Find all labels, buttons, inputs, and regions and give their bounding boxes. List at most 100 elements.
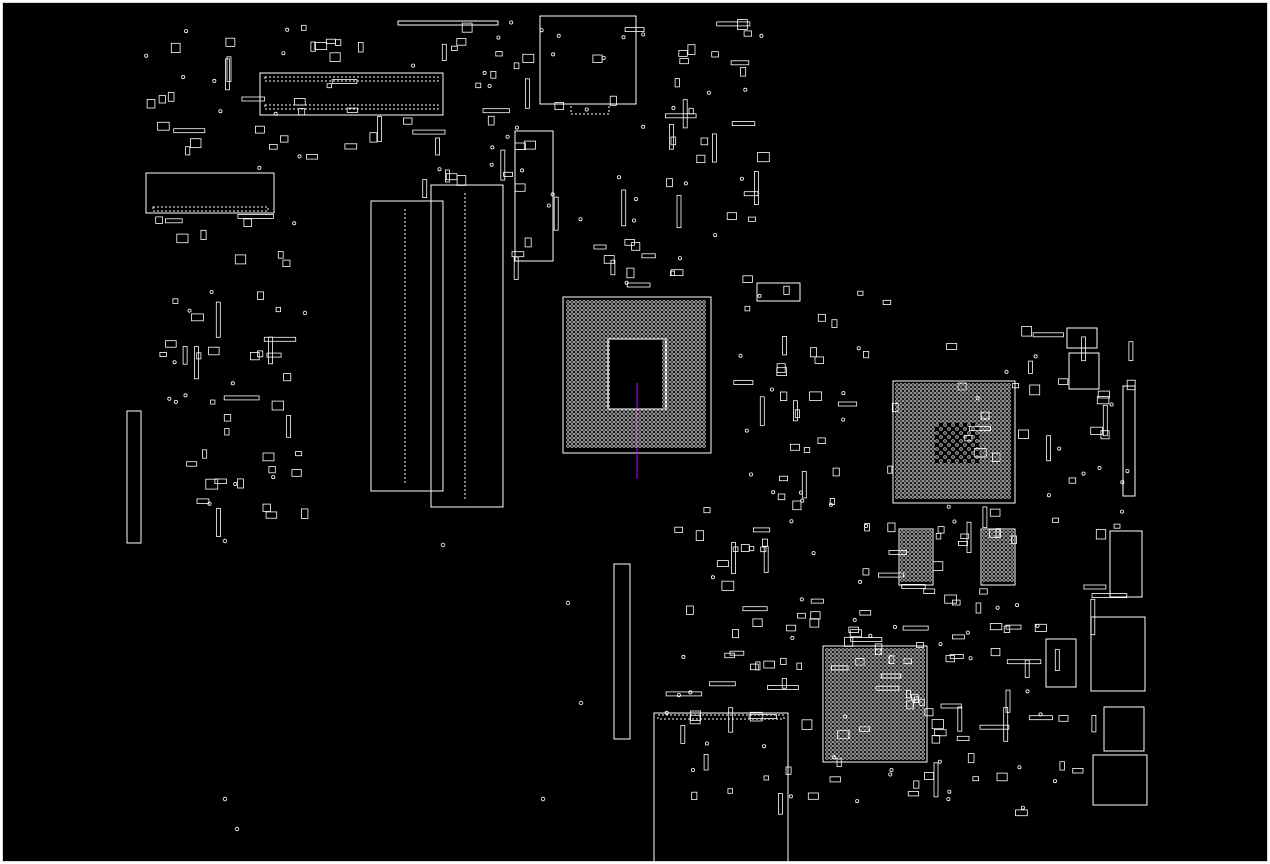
resistor-array [759, 396, 765, 426]
bga-ball [907, 463, 911, 467]
bga-ball [1007, 483, 1011, 487]
bga-ball [869, 708, 873, 712]
bga-ball [841, 672, 845, 676]
bga-ball [678, 348, 682, 352]
bga-ball [618, 308, 622, 312]
bga-ball [951, 487, 955, 491]
right-block-1[interactable] [1109, 530, 1143, 598]
right-block-4[interactable] [1092, 754, 1148, 806]
bga-ball [686, 392, 690, 396]
resistor-array [621, 189, 627, 227]
bga-ball [602, 436, 606, 440]
bga-ball [622, 440, 626, 444]
bga-ball [598, 344, 602, 348]
right-block-5[interactable] [1045, 638, 1077, 688]
left-connector[interactable] [145, 172, 275, 214]
bga-ball [955, 403, 959, 407]
via [551, 52, 556, 57]
bga-ball [618, 420, 622, 424]
bga-ball [678, 364, 682, 368]
bga-ball [967, 447, 971, 451]
bga-ball [626, 428, 630, 432]
bga-chipset-right[interactable] [892, 380, 1016, 504]
bga-ball [967, 387, 971, 391]
bga-ball [833, 752, 837, 756]
bga-ball [686, 400, 690, 404]
bga-ball [987, 447, 991, 451]
bga-ball [889, 648, 893, 652]
bga-ball [919, 483, 923, 487]
bga-ball [578, 436, 582, 440]
bga-ball [975, 471, 979, 475]
bga-ball [622, 332, 626, 336]
bga-ball [598, 400, 602, 404]
bga-ball [873, 732, 877, 736]
lower-connector[interactable] [653, 712, 789, 861]
bga-ball [951, 431, 955, 435]
via [187, 308, 192, 313]
left-edge-connector[interactable] [126, 410, 142, 544]
top-connector[interactable] [259, 72, 444, 116]
right-block-3[interactable] [1103, 706, 1145, 752]
bga-ball [853, 708, 857, 712]
pad [1002, 562, 1006, 566]
bga-ball [586, 360, 590, 364]
top-chip[interactable] [539, 15, 637, 105]
via [691, 768, 696, 773]
bga-ball [963, 399, 967, 403]
bga-ball [869, 692, 873, 696]
top-right-block-2[interactable] [1068, 352, 1100, 390]
bga-ball [582, 348, 586, 352]
bga-ball [570, 316, 574, 320]
bga-ball [901, 704, 905, 708]
bga-ball [861, 740, 865, 744]
bga-ball [670, 372, 674, 376]
top-right-block-3[interactable] [756, 282, 801, 302]
bga-ball [877, 732, 881, 736]
bga-ball [915, 455, 919, 459]
right-block-2[interactable] [1090, 616, 1146, 692]
top-right-block[interactable] [1066, 327, 1098, 349]
bga-ball [967, 471, 971, 475]
bga-ball [837, 728, 841, 732]
bga-ball [913, 744, 917, 748]
bga-ball [598, 300, 602, 304]
smd-component [1052, 517, 1059, 523]
bga-ball [971, 411, 975, 415]
resistor-array [731, 542, 736, 574]
chip-pair-2[interactable] [980, 528, 1016, 586]
vertical-connector-mid[interactable] [613, 563, 631, 740]
bga-ball [1003, 383, 1007, 387]
bga-ball [999, 383, 1003, 387]
smd-component [687, 44, 696, 55]
bga-ball [618, 332, 622, 336]
pcb-layout-canvas[interactable] [3, 3, 1267, 861]
bga-ball [578, 308, 582, 312]
right-edge-connector[interactable] [1122, 385, 1136, 497]
dimm-slot-2[interactable] [430, 184, 504, 508]
bga-ball [903, 459, 907, 463]
bga-ball [578, 324, 582, 328]
bga-ball [682, 400, 686, 404]
bga-ball [634, 324, 638, 328]
bga-ball [662, 376, 666, 380]
bga-ball [907, 487, 911, 491]
bga-ball [678, 368, 682, 372]
bga-ball [606, 440, 610, 444]
pad [928, 570, 932, 574]
bga-ball [897, 656, 901, 660]
vertical-connector-top[interactable] [514, 130, 554, 262]
bga-ball [686, 444, 690, 448]
bga-ball [931, 439, 935, 443]
chip-pair-1[interactable] [898, 528, 934, 586]
dimm-slot-1[interactable] [370, 200, 444, 492]
bga-ball [893, 748, 897, 752]
bga-ball [915, 463, 919, 467]
bga-ball [594, 312, 598, 316]
bga-ball [923, 387, 927, 391]
bga-ball [590, 396, 594, 400]
bga-ball [939, 483, 943, 487]
resistor-array [1032, 332, 1064, 338]
bga-ball [901, 728, 905, 732]
